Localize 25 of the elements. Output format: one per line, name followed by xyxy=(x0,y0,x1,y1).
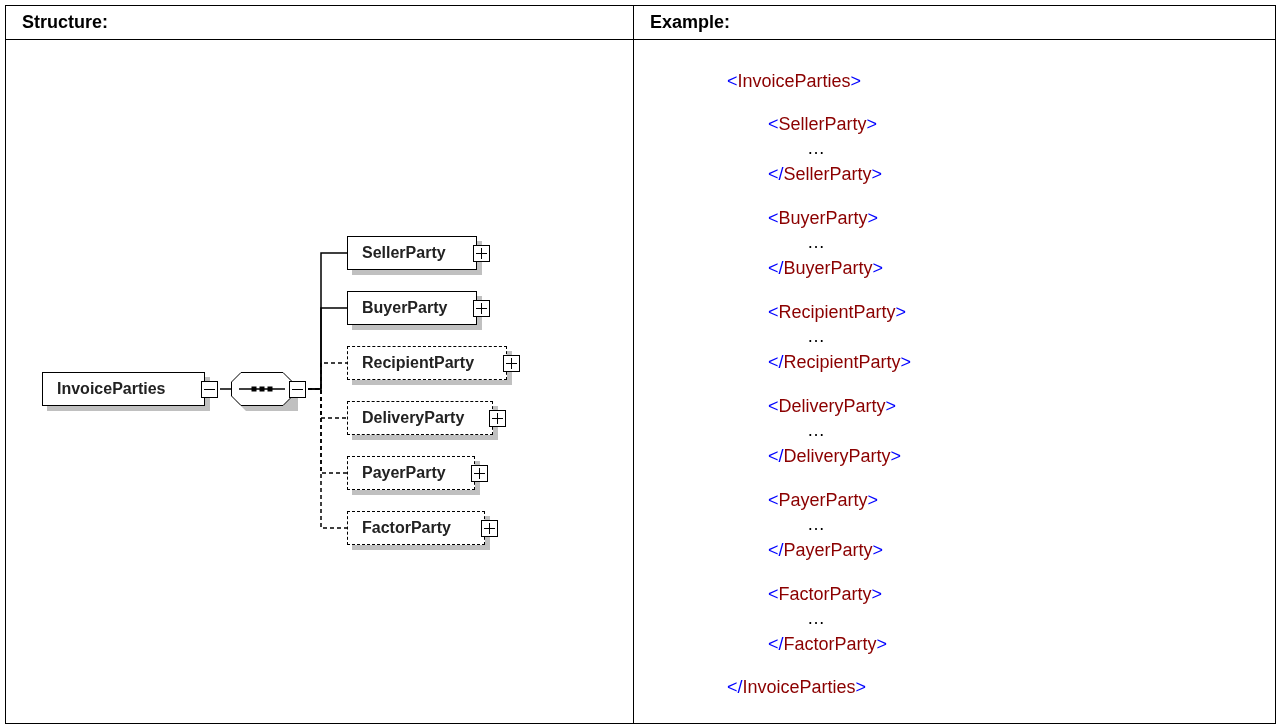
xml-tag-line: <InvoiceParties> xyxy=(727,70,862,92)
xml-tag-line: </SellerParty> xyxy=(768,163,883,185)
xml-tag-line: … xyxy=(807,137,825,159)
xml-tag-line: <PayerParty> xyxy=(768,489,879,511)
xml-tag-line: … xyxy=(807,513,825,535)
xml-tag-line: </PayerParty> xyxy=(768,539,884,561)
connector-line xyxy=(307,388,348,529)
xml-tag-line: … xyxy=(807,231,825,253)
xml-tag-line: … xyxy=(807,325,825,347)
xml-tag-line: <SellerParty> xyxy=(768,113,878,135)
xml-tag-line: <BuyerParty> xyxy=(768,207,879,229)
column-header: Example: xyxy=(650,11,731,33)
xml-tag-line: </BuyerParty> xyxy=(768,257,884,279)
column-header: Structure: xyxy=(22,11,108,33)
sequence-compositor xyxy=(231,372,298,411)
connector-line xyxy=(219,388,232,390)
xml-tag-line: <DeliveryParty> xyxy=(768,395,897,417)
xml-tag-line: </InvoiceParties> xyxy=(727,676,867,698)
xml-tag-line: <RecipientParty> xyxy=(768,301,907,323)
xml-tag-line: </RecipientParty> xyxy=(768,351,912,373)
xml-tag-line: </DeliveryParty> xyxy=(768,445,902,467)
xml-tag-line: … xyxy=(807,419,825,441)
xml-tag-line: <FactorParty> xyxy=(768,583,883,605)
xml-tag-line: </FactorParty> xyxy=(768,633,888,655)
xml-tag-line: … xyxy=(807,607,825,629)
